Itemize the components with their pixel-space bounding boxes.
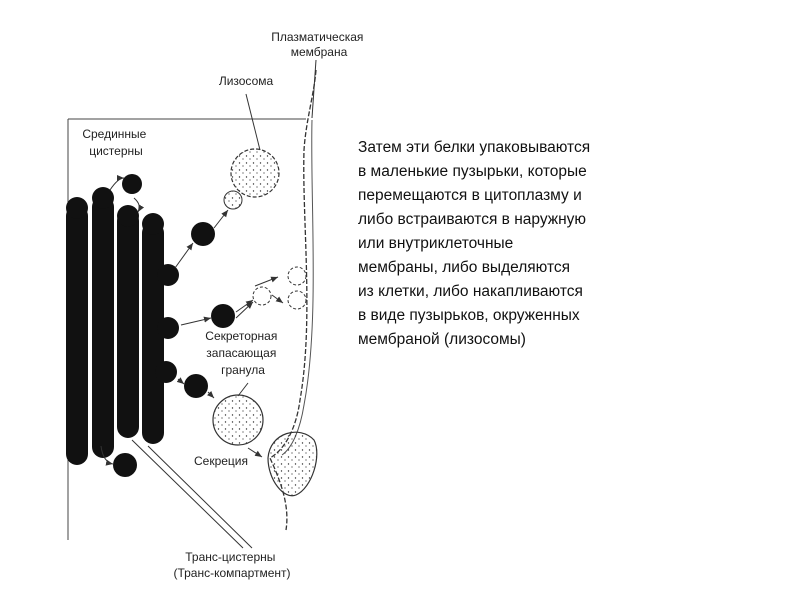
lysosome-label: Лизосома (219, 74, 274, 88)
description-line: в маленькие пузырьки, которые (358, 163, 587, 180)
transport-arrows (100, 175, 284, 466)
description-line: перемещаются в цитоплазму и (358, 187, 582, 204)
vesicle (191, 222, 215, 246)
secretion-label: Секреция (194, 454, 248, 468)
lysosome (223, 148, 280, 210)
secretory-granule-label: Секреторная запасающая гранула (205, 329, 280, 377)
medial-cisternae-label: Срединные цистерны (82, 127, 149, 158)
plasma-membrane-label: Плазматическая мембрана (271, 30, 366, 59)
vesicle (113, 453, 137, 477)
budding-vesicle (155, 361, 177, 383)
trans-leader-lines (131, 439, 253, 549)
granule-leader-line (237, 382, 249, 397)
budding-vesicle (142, 213, 164, 235)
description-line: мембраной (лизосомы) (358, 331, 526, 348)
vesicle (211, 304, 235, 328)
trans-cisternae-label: Транс-цистерны (Транс-компартмент) (173, 550, 290, 580)
membrane-leader-line (311, 59, 317, 119)
plasma-membrane-inner (281, 119, 314, 456)
cisterna (117, 210, 139, 438)
description-line: Затем эти белки упаковываются (358, 139, 591, 156)
budding-vesicle (157, 264, 179, 286)
golgi-stack (66, 174, 235, 477)
budding-vesicle (117, 205, 139, 227)
lysosome-leader-line (245, 93, 261, 151)
budding-vesicle (92, 187, 114, 209)
description-text: Затем эти белки упаковываются в маленьки… (358, 136, 678, 352)
description-line: из клетки, либо накапливаются (358, 283, 583, 300)
cisterna (92, 196, 114, 458)
budding-vesicle (66, 197, 88, 219)
exocytosis-vesicle (267, 431, 318, 497)
description-line: или внутриклеточные (358, 235, 514, 252)
description-line: мембраны, либо выделяются (358, 259, 571, 276)
budding-vesicle (157, 317, 179, 339)
cisterna (66, 205, 88, 465)
description-line: либо встраиваются в наружную (358, 211, 587, 228)
vesicle (122, 174, 142, 194)
description-line: в виде пузырьков, окруженных (358, 307, 580, 324)
secretory-granule (212, 394, 264, 446)
small-vesicles (252, 266, 307, 310)
vesicle (184, 374, 208, 398)
